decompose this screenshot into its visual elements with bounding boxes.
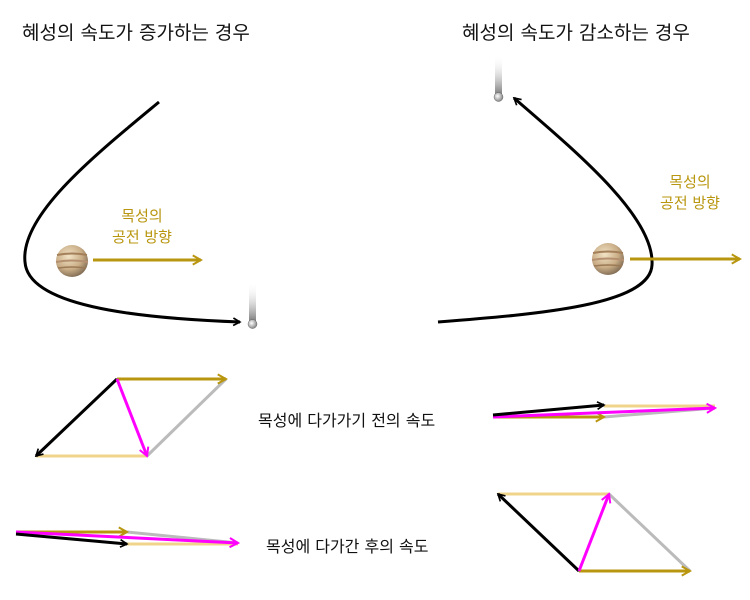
result-velocity-arrow	[115, 378, 147, 456]
comet-velocity-arrow	[492, 405, 604, 417]
orbit-label-line1: 목성의	[669, 173, 711, 191]
orbit-direction-label-right: 목성의 공전 방향	[640, 172, 740, 214]
comet-path-left	[23, 100, 240, 322]
comet-velocity-arrow	[36, 377, 119, 456]
result-velocity-arrow	[577, 494, 609, 572]
comet-icon	[247, 282, 258, 329]
result-velocity-arrow	[492, 408, 715, 419]
title-speed-decrease: 혜성의 속도가 감소하는 경우	[462, 22, 690, 44]
orbit-label-line2: 공전 방향	[112, 228, 172, 246]
label-velocity-after: 목성에 다가간 후의 속도	[266, 537, 429, 556]
result-velocity-arrow	[15, 530, 238, 543]
gray-side	[145, 377, 228, 458]
orbit-label-line2: 공전 방향	[660, 194, 720, 212]
gray-side	[607, 492, 692, 573]
comet-path-right	[437, 96, 654, 324]
orbit-label-line1: 목성의	[121, 207, 163, 225]
vector-diagram-slowdown-after	[498, 494, 690, 571]
vector-diagram-slowdown-before	[492, 405, 715, 419]
comet-velocity-arrow	[498, 494, 581, 573]
comet-icon	[493, 55, 504, 102]
jupiter-icon	[591, 243, 625, 275]
orbit-direction-label-left: 목성의 공전 방향	[92, 206, 192, 248]
vector-diagram-speedup-after	[15, 530, 238, 544]
label-velocity-before: 목성에 다가가기 전의 속도	[258, 411, 436, 430]
comet-velocity-arrow	[15, 532, 127, 544]
title-speed-increase: 혜성의 속도가 증가하는 경우	[22, 22, 250, 44]
vector-diagram-speedup-before	[36, 379, 226, 456]
jupiter-icon	[55, 245, 89, 277]
